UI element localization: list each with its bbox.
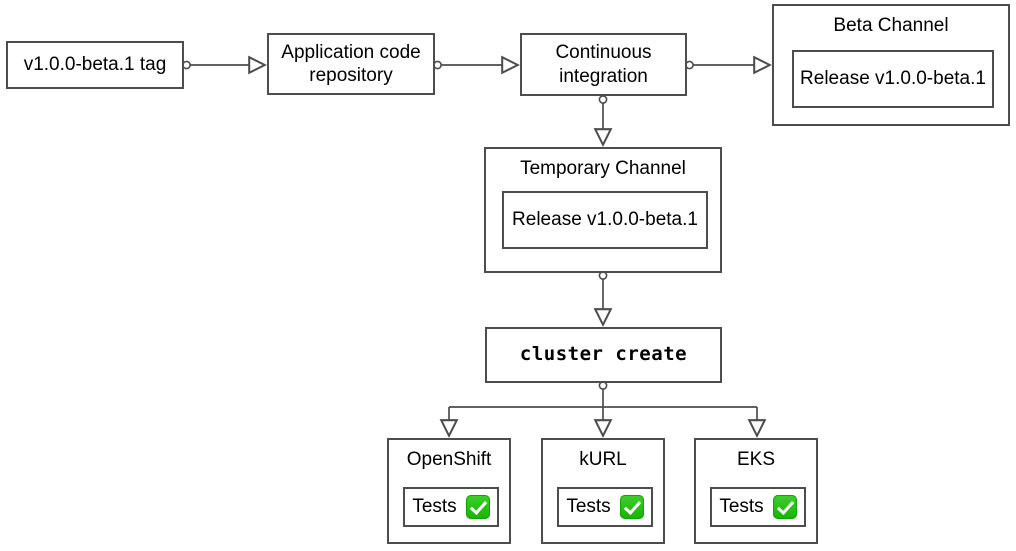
- white-check-mark-icon: [465, 495, 490, 519]
- node-openshift[interactable]: OpenShift Tests: [387, 438, 511, 544]
- node-cluster-create-label: cluster create: [519, 343, 688, 366]
- edge-ci-to-temporary-channel: [599, 95, 606, 144]
- node-openshift-tests[interactable]: Tests: [403, 487, 499, 527]
- node-openshift-tests-label: Tests: [412, 496, 457, 518]
- node-application-code-repository-label: Application code repository: [281, 41, 421, 86]
- edge-tag-to-repo: [182, 61, 264, 68]
- node-eks-title: EKS: [736, 449, 776, 470]
- node-openshift-title: OpenShift: [406, 449, 492, 470]
- node-tag-label: v1.0.0-beta.1 tag: [23, 54, 167, 76]
- node-kurl[interactable]: kURL Tests: [541, 438, 665, 544]
- node-eks[interactable]: EKS Tests: [694, 438, 818, 544]
- edge-cluster-create-branch: [449, 381, 757, 435]
- node-eks-tests[interactable]: Tests: [710, 487, 806, 527]
- node-temporary-channel-release-label: Release v1.0.0-beta.1: [512, 209, 698, 231]
- node-kurl-tests-label: Tests: [566, 496, 611, 518]
- edge-repo-to-ci: [433, 61, 517, 68]
- node-cluster-create[interactable]: cluster create: [485, 327, 722, 383]
- node-temporary-channel[interactable]: Temporary Channel Release v1.0.0-beta.1: [484, 147, 722, 273]
- node-beta-channel-title: Beta Channel: [833, 15, 949, 36]
- node-beta-channel-release-label: Release v1.0.0-beta.1: [800, 68, 986, 90]
- node-continuous-integration-label: Continuous integration: [555, 42, 652, 87]
- node-continuous-integration[interactable]: Continuous integration: [520, 33, 687, 96]
- white-check-mark-icon: [619, 495, 644, 519]
- node-kurl-title: kURL: [579, 449, 627, 470]
- node-application-code-repository[interactable]: Application code repository: [267, 33, 435, 95]
- edge-ci-to-beta-channel: [685, 61, 769, 68]
- edge-temporary-channel-to-cluster-create: [599, 271, 606, 324]
- node-temporary-channel-title: Temporary Channel: [520, 158, 686, 179]
- node-eks-tests-label: Tests: [719, 496, 764, 518]
- node-beta-channel[interactable]: Beta Channel Release v1.0.0-beta.1: [772, 4, 1010, 126]
- node-beta-channel-release[interactable]: Release v1.0.0-beta.1: [792, 50, 994, 108]
- node-kurl-tests[interactable]: Tests: [557, 487, 653, 527]
- white-check-mark-icon: [772, 495, 797, 519]
- node-tag[interactable]: v1.0.0-beta.1 tag: [6, 41, 184, 89]
- node-temporary-channel-release[interactable]: Release v1.0.0-beta.1: [502, 191, 708, 249]
